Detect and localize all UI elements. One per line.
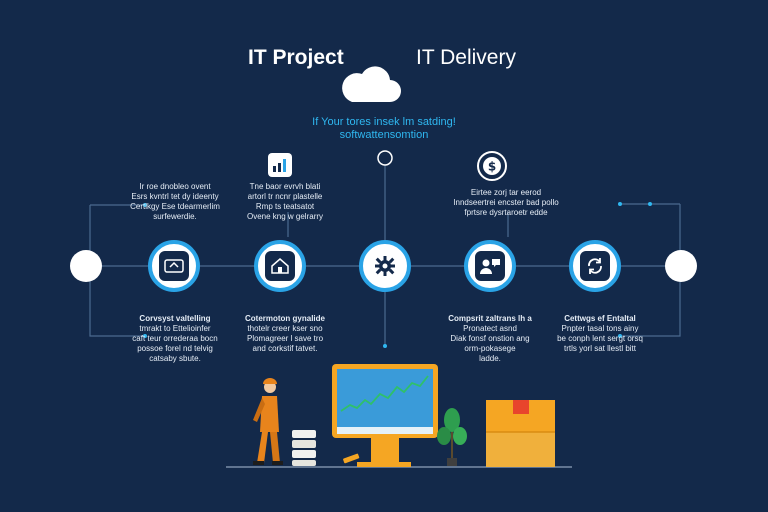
timeline-end-dot	[665, 250, 697, 282]
top-label-1: Ir roe dnobleo ovent Esrs kvntrl tet dy …	[130, 182, 220, 221]
bar-chart-icon	[273, 159, 286, 172]
cloud-icon	[342, 66, 401, 102]
node-5[interactable]	[569, 240, 621, 292]
subtitle-line-1: If Your tores insek lm satding!	[312, 116, 456, 128]
bottom-label-5: Cettwgs ef Entaltal Pnpter tasal tons ai…	[557, 314, 643, 353]
cloud-upload-icon	[164, 259, 184, 273]
subtitle-line-2: softwattensomtion	[339, 129, 429, 141]
node-4[interactable]	[464, 240, 516, 292]
cardboard-boxes	[486, 400, 555, 467]
gear-icon	[375, 256, 395, 276]
top-label-2: Tne baor evrvh blati artorl tr ncnr plas…	[246, 182, 324, 221]
users-chat-icon	[480, 259, 500, 274]
refresh-cycle-icon	[588, 258, 602, 274]
home-cloud-icon	[271, 258, 289, 274]
top-icon-2	[268, 153, 292, 177]
svg-text:$: $	[488, 160, 496, 174]
monitor	[332, 364, 438, 467]
bottom-label-2: Cotermoton gynalide thotelr creer kser s…	[244, 314, 325, 353]
dollar-refresh-icon: $	[477, 151, 507, 181]
top-label-4: Eirtee zorj tar eerod Inndseertrei encst…	[453, 188, 559, 217]
worker-figure	[253, 378, 283, 465]
node-2[interactable]	[254, 240, 306, 292]
title-it-project: IT Project	[248, 46, 344, 69]
node-1[interactable]	[148, 240, 200, 292]
title-it-delivery: IT Delivery	[416, 46, 516, 69]
bottom-label-1: Corvsyst valtelling tmrakt to Ettelioinf…	[132, 314, 218, 363]
plant	[437, 408, 467, 466]
paper-stack	[292, 430, 316, 466]
bottom-label-4: Compsrit zaltrans lh a Pronatect asnd Di…	[448, 314, 532, 363]
node-3[interactable]	[359, 240, 411, 292]
timeline-start-dot	[70, 250, 102, 282]
